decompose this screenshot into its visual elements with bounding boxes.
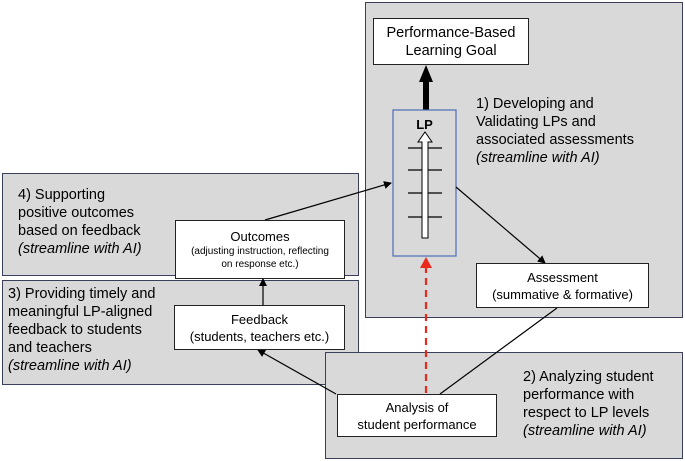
lp-label: LP	[416, 117, 433, 132]
goal-line-1: Performance-Based	[386, 24, 516, 41]
panel1-line-1: 1) Developing and	[476, 96, 594, 112]
outcomes-detail-2: on response etc.)	[221, 259, 299, 270]
goal-line-2: Learning Goal	[405, 42, 497, 59]
panel4-line-1: 4) Supporting	[18, 187, 106, 203]
panel4-line-2: positive outcomes	[18, 205, 135, 221]
analysis-box: Analysis of student performance	[337, 394, 497, 437]
panel2-text: 2) Analyzing student performance with re…	[523, 368, 654, 440]
outcomes-box: Outcomes (adjusting instruction, reflect…	[175, 220, 345, 279]
panel3-italic: (streamline with AI)	[8, 358, 132, 374]
panel1-italic: (streamline with AI)	[476, 150, 600, 166]
panel2-italic: (streamline with AI)	[523, 423, 647, 439]
outcomes-title: Outcomes	[230, 229, 290, 244]
outcomes-to-lp-arrow	[264, 181, 392, 221]
outcomes-detail-1: (adjusting instruction, reflecting	[191, 246, 329, 257]
lp-to-goal-arrowhead	[419, 65, 433, 82]
analysis-to-lp-dashed-arrowhead	[420, 257, 432, 268]
panel2-line-3: respect to LP levels	[523, 405, 650, 421]
panel3-text: 3) Providing timely and meaningful LP-al…	[8, 285, 156, 375]
panel2-line-1: 2) Analyzing student	[523, 369, 654, 385]
panel2-line-2: performance with	[523, 387, 635, 403]
panel3-line-3: feedback to students	[8, 322, 142, 338]
learning-goal-box: Performance-Based Learning Goal	[373, 18, 529, 65]
analysis-to-feedback-arrow	[257, 349, 337, 395]
assessment-box: Assessment (summative & formative)	[476, 263, 649, 308]
assessment-detail: (summative & formative)	[492, 286, 633, 302]
lp-to-assessment-arrow	[455, 186, 546, 264]
panel4-italic: (streamline with AI)	[18, 241, 142, 257]
panel3-line-2: meaningful LP-aligned	[8, 304, 153, 320]
feedback-box: Feedback (students, teachers etc.)	[174, 305, 345, 350]
panel4-text: 4) Supporting positive outcomes based on…	[18, 186, 142, 258]
assessment-to-analysis-line	[439, 307, 558, 395]
feedback-detail: (students, teachers etc.)	[189, 328, 330, 344]
feedback-title: Feedback	[230, 311, 289, 327]
panel3-line-1: 3) Providing timely and	[8, 286, 156, 302]
panel1-line-3: associated assessments	[476, 132, 634, 148]
panel3-line-4: and teachers	[8, 340, 92, 356]
analysis-line-2: student performance	[357, 416, 477, 432]
panel4-line-3: based on feedback	[18, 223, 141, 239]
panel1-line-2: Validating LPs and	[476, 114, 596, 130]
analysis-line-1: Analysis of	[385, 399, 449, 415]
lp-progress-arrow	[417, 131, 433, 239]
panel1-text: 1) Developing and Validating LPs and ass…	[476, 95, 634, 167]
assessment-title: Assessment	[527, 269, 598, 285]
